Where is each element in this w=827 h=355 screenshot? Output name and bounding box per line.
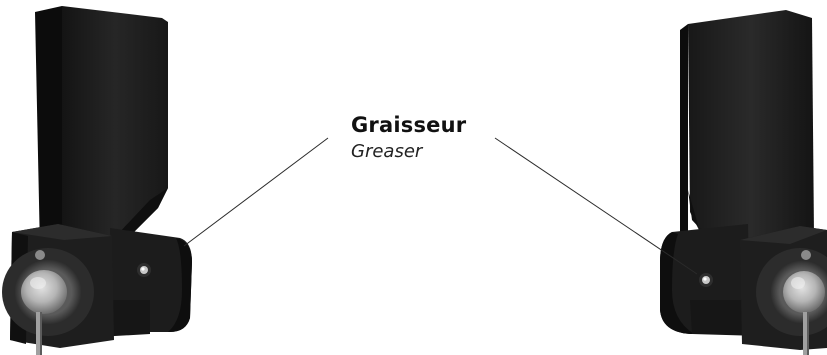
right-rear-knuckle-shade (660, 232, 694, 334)
leader-line-left (183, 137, 329, 247)
leader-line-right (494, 137, 698, 275)
left-handle-rod-shade (40, 312, 42, 355)
left-rear-knuckle-shade (168, 238, 192, 332)
callout-label-french: Graisseur (351, 113, 467, 137)
left-handle-rod (36, 312, 42, 355)
left-front-block-top (12, 224, 112, 240)
right-boss-nub (801, 250, 811, 260)
left-pin (21, 270, 67, 314)
greaser-callout: Graisseur Greaser (351, 115, 466, 161)
right-plate (688, 10, 814, 250)
left-boss-nub (35, 250, 45, 260)
left-plate (62, 6, 168, 246)
right-pin-highlight (791, 277, 805, 289)
bracket-assembly-right (660, 10, 827, 355)
right-pin (783, 271, 825, 313)
bracket-assembly-left (2, 6, 192, 355)
grease-fitting-icon (699, 273, 713, 287)
left-pin-highlight (30, 277, 46, 289)
callout-label-english: Greaser (351, 141, 423, 162)
right-handle-rod-shade (807, 312, 809, 355)
right-plate-side (680, 24, 688, 244)
right-handle-rod (803, 312, 809, 355)
left-plate-side (35, 6, 62, 250)
right-front-block-top (740, 226, 827, 244)
left-plate-taper (116, 188, 168, 238)
grease-fitting-icon (137, 263, 151, 277)
